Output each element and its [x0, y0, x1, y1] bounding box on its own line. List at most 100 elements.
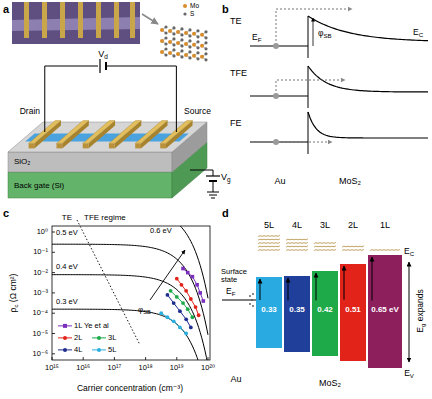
text-label: Au [230, 375, 241, 385]
contact-resistivity-plot-part [195, 283, 199, 287]
contact-resistivity-plot-part [172, 301, 176, 305]
device-schematic-part [115, 121, 142, 149]
text-label-part: F [232, 290, 236, 297]
text-label: Vd [98, 50, 108, 60]
legend-sample-part [97, 348, 101, 352]
text-label: 10⁻¹ [33, 248, 48, 256]
contact-resistivity-plot-part-part [52, 226, 208, 298]
text-label: S [190, 10, 194, 17]
text-label-part: V [221, 172, 227, 182]
text-label: φSB [138, 306, 151, 315]
contact-resistivity-plot-part [202, 299, 206, 303]
device-schematic-part [141, 121, 168, 149]
contact-resistivity-plot-part [52, 252, 55, 253]
text-label: 10¹⁷ [108, 364, 122, 372]
band-alignment-part [222, 299, 256, 300]
micrograph-part [12, 17, 140, 31]
band-diagram-part [273, 93, 279, 99]
text-label-part: E [404, 368, 410, 378]
text-label-part: d [104, 53, 108, 60]
contact-resistivity-plot-part [145, 357, 146, 360]
layer-label: 2L [348, 221, 358, 231]
crystal-structure-part [183, 4, 187, 8]
barrier-value: 0.51 [345, 306, 361, 315]
legend-sample-part [63, 336, 67, 340]
wire-part [45, 66, 98, 132]
crystal-structure-part [204, 52, 207, 55]
crystal-structure-part [192, 32, 196, 36]
legend-item: 1L Ye et al [58, 322, 109, 330]
micrograph [12, 2, 140, 44]
band-diagram-part [308, 112, 428, 138]
crystal-structure-part [196, 57, 199, 60]
micrograph-part [78, 2, 83, 38]
wire-part [206, 175, 220, 176]
device-schematic-part [166, 121, 193, 149]
crystal-structure-part [192, 43, 196, 47]
contact-resistivity-plot-part [167, 295, 190, 327]
band-alignment-part [286, 249, 308, 251]
band-alignment-part [252, 293, 254, 295]
band-diagram-part [308, 16, 428, 41]
wire-part [211, 198, 215, 199]
text-label-part: C [419, 31, 423, 38]
contact-resistivity-plot-part [83, 357, 84, 360]
contact-resistivity-plot-part [177, 279, 199, 316]
crystal-structure-part [180, 33, 183, 36]
legend-sample [92, 334, 106, 342]
contact-resistivity-plot-part [181, 267, 185, 271]
legend-text: 5L [108, 346, 116, 354]
text-label-part: V [410, 372, 414, 379]
crystal-structure-part [168, 40, 172, 44]
crystal-structure-part [172, 37, 175, 40]
text-label-part: V [98, 49, 104, 59]
band-bar: 1L0.65 eV [368, 255, 402, 369]
micrograph-part [96, 2, 101, 38]
crystal-structure-part [196, 40, 199, 43]
wire-part [105, 62, 107, 70]
crystal-structure-part [204, 41, 207, 44]
contact-resistivity-plot-part [197, 313, 201, 317]
barrier-arrow-part [372, 257, 373, 301]
contact-resistivity-plot-part-part [52, 244, 208, 335]
crystal-structure-part [164, 36, 167, 39]
crystal-structure-part [184, 31, 188, 35]
device-schematic-part [83, 121, 115, 144]
band-diagram-part [308, 66, 309, 108]
barrier-arrow-part [288, 278, 289, 301]
band-diagram-part [281, 142, 332, 143]
text-label: 0.4 eV [56, 263, 78, 271]
legend-item: 2L [58, 334, 82, 342]
barrier-value: 0.42 [317, 306, 333, 315]
text-label: EF [226, 287, 235, 296]
text-label: Eg expands [416, 289, 425, 333]
text-label: ρc (Ω cm²) [9, 274, 18, 313]
wire-part [190, 170, 213, 176]
barrier-arrow-part [316, 273, 317, 300]
crystal-structure-part [172, 54, 175, 57]
contact-resistivity-plot-part [52, 313, 55, 314]
barrier-value: 0.33 [261, 306, 277, 315]
crystal-structure-part [196, 51, 199, 54]
crystal-structure-part [164, 47, 167, 50]
pointer-arrow [142, 14, 158, 24]
legend-sample-part [63, 348, 67, 352]
legend-text: 2L [74, 334, 82, 342]
band-alignment-part [370, 249, 400, 251]
crystal-structure-part [168, 29, 172, 33]
contact-resistivity-plot-part [175, 295, 179, 299]
contact-resistivity-plot-part [52, 357, 53, 360]
crystal-structure-part [204, 30, 207, 33]
band-alignment-part [342, 246, 364, 248]
text-label: TE [230, 17, 242, 27]
device-schematic-part [56, 121, 88, 144]
contact-resistivity-plot-part [52, 232, 55, 233]
contact-resistivity-plot-part [194, 305, 198, 309]
crystal-structure-part [200, 33, 204, 37]
text-label: 0.6 eV [150, 227, 172, 235]
text-label: 10¹⁹ [170, 364, 184, 372]
text-label: EV [404, 369, 414, 378]
text-label: Au [274, 177, 285, 187]
contact-resistivity-plot-part [159, 311, 163, 315]
